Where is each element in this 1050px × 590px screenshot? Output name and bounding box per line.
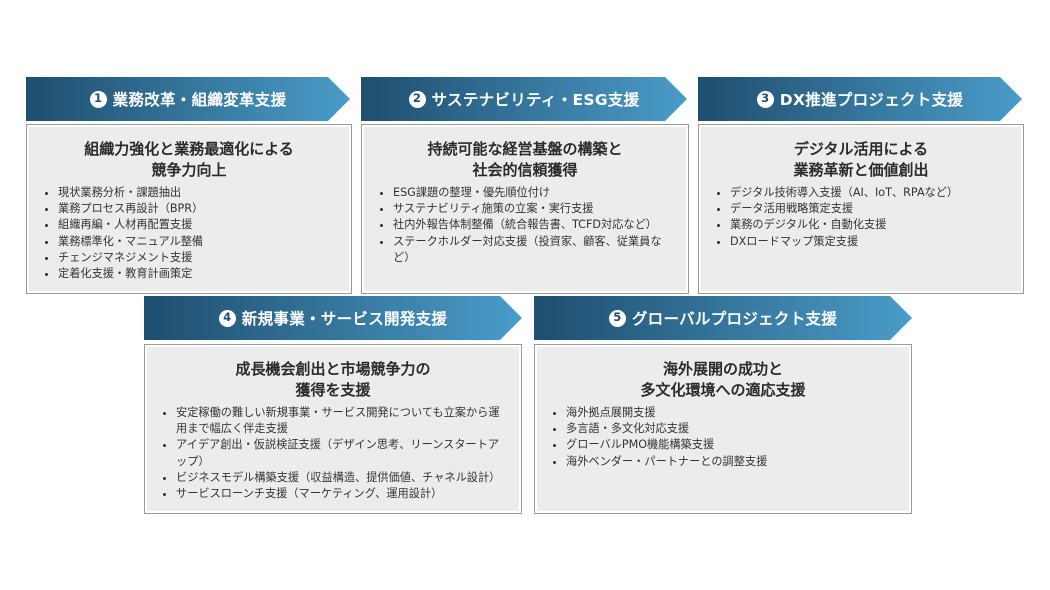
list-item: 組織再編・人材再配置支援 — [57, 217, 339, 233]
list-item: サービスローンチ支援（マーケティング、運用設計） — [175, 486, 509, 502]
card-4-body: 成長機会創出と市場競争力の 獲得を支援 安定稼働の難しい新規事業・サービス開発に… — [144, 344, 522, 514]
card-1-number-badge: 1 — [90, 91, 107, 108]
card-2-number-badge: 2 — [409, 91, 426, 108]
card-1-body: 組織力強化と業務最適化による 競争力向上 現状業務分析・課題抽出 業務プロセス再… — [26, 124, 352, 294]
list-item: 社内外報告体制整備（統合報告書、TCFD対応など） — [392, 217, 676, 233]
card-5-heading: グローバルプロジェクト支援 — [631, 310, 838, 328]
list-item: ビジネスモデル構築支援（収益構造、提供価値、チャネル設計） — [175, 470, 509, 486]
list-item: 業務標準化・マニュアル整備 — [57, 234, 339, 250]
list-item: ステークホルダー対応支援（投資家、顧客、従業員など） — [392, 234, 676, 266]
list-item: ESG課題の整理・優先順位付け — [392, 185, 676, 201]
list-item: 海外ベンダー・パートナーとの調整支援 — [565, 454, 899, 470]
card-3-title: デジタル活用による 業務革新と価値創出 — [793, 140, 929, 179]
list-item: 安定稼働の難しい新規事業・サービス開発についても立案から運用まで幅広く伴走支援 — [175, 405, 509, 437]
list-item: DXロードマップ策定支援 — [729, 234, 1011, 250]
card-4-title: 成長機会創出と市場競争力の 獲得を支援 — [235, 360, 431, 399]
list-item: 多言語・多文化対応支援 — [565, 421, 899, 437]
list-item: データ活用戦略策定支援 — [729, 201, 1011, 217]
list-item: 海外拠点展開支援 — [565, 405, 899, 421]
card-2-heading: サステナビリティ・ESG支援 — [431, 91, 640, 109]
card-2-body: 持続可能な経営基盤の構築と 社会的信頼獲得 ESG課題の整理・優先順位付け サス… — [361, 124, 689, 294]
card-4-heading: 新規事業・サービス開発支援 — [241, 310, 448, 328]
card-2-banner: 2 サステナビリティ・ESG支援 — [361, 77, 687, 121]
list-item: 業務のデジタル化・自動化支援 — [729, 217, 1011, 233]
card-4-banner: 4 新規事業・サービス開発支援 — [144, 296, 522, 340]
list-item: デジタル技術導入支援（AI、IoT、RPAなど） — [729, 185, 1011, 201]
card-4-list: 安定稼働の難しい新規事業・サービス開発についても立案から運用まで幅広く伴走支援 … — [157, 405, 509, 502]
card-3-heading: DX推進プロジェクト支援 — [779, 91, 964, 109]
list-item: 現状業務分析・課題抽出 — [57, 185, 339, 201]
card-4-number-badge: 4 — [219, 310, 236, 327]
list-item: グローバルPMO機能構築支援 — [565, 437, 899, 453]
card-5-title: 海外展開の成功と 多文化環境への適応支援 — [640, 360, 806, 399]
list-item: チェンジマネジメント支援 — [57, 250, 339, 266]
list-item: 定着化支援・教育計画策定 — [57, 266, 339, 282]
card-3-number-badge: 3 — [757, 91, 774, 108]
list-item: 業務プロセス再設計（BPR） — [57, 201, 339, 217]
card-1-banner: 1 業務改革・組織変革支援 — [26, 77, 350, 121]
card-5-banner: 5 グローバルプロジェクト支援 — [534, 296, 912, 340]
card-2-list: ESG課題の整理・優先順位付け サステナビリティ施策の立案・実行支援 社内外報告… — [374, 185, 676, 266]
card-2-title: 持続可能な経営基盤の構築と 社会的信頼獲得 — [427, 140, 623, 179]
card-3-body: デジタル活用による 業務革新と価値創出 デジタル技術導入支援（AI、IoT、RP… — [698, 124, 1024, 294]
card-1-title: 組織力強化と業務最適化による 競争力向上 — [84, 140, 294, 179]
card-5-number-badge: 5 — [609, 310, 626, 327]
card-3-list: デジタル技術導入支援（AI、IoT、RPAなど） データ活用戦略策定支援 業務の… — [711, 185, 1011, 250]
card-5-body: 海外展開の成功と 多文化環境への適応支援 海外拠点展開支援 多言語・多文化対応支… — [534, 344, 912, 514]
card-5-list: 海外拠点展開支援 多言語・多文化対応支援 グローバルPMO機能構築支援 海外ベン… — [547, 405, 899, 470]
card-1-list: 現状業務分析・課題抽出 業務プロセス再設計（BPR） 組織再編・人材再配置支援 … — [39, 185, 339, 282]
list-item: アイデア創出・仮説検証支援（デザイン思考、リーンスタートアップ） — [175, 437, 509, 469]
card-1-heading: 業務改革・組織変革支援 — [112, 91, 287, 109]
list-item: サステナビリティ施策の立案・実行支援 — [392, 201, 676, 217]
card-3-banner: 3 DX推進プロジェクト支援 — [698, 77, 1022, 121]
